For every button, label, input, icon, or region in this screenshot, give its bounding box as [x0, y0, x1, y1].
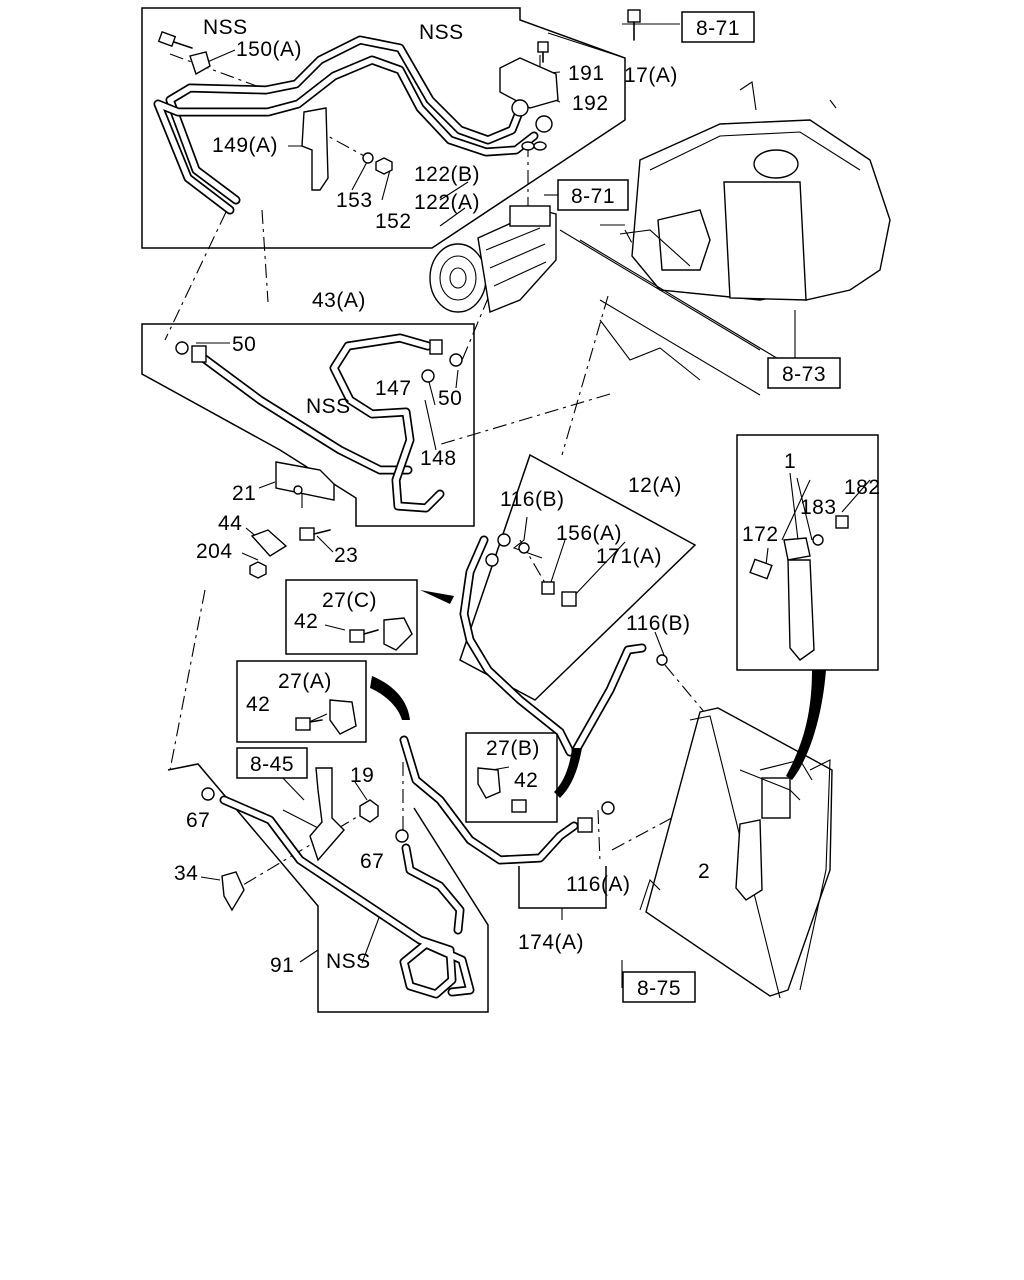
frame-receiver-drier-detail — [736, 434, 879, 671]
frame-17a-hose-group — [141, 7, 626, 249]
label-147: 147 — [375, 377, 412, 400]
label-148: 148 — [420, 447, 457, 470]
label-2: 2 — [698, 860, 710, 883]
label-182: 182 — [844, 476, 881, 499]
ref-box-8-71-mid[interactable] — [557, 179, 629, 211]
compressor — [429, 205, 557, 313]
frame-91-hose-group — [167, 763, 489, 1013]
label-150a: 150(A) — [236, 38, 302, 61]
label-153: 153 — [336, 189, 373, 212]
hvac-unit — [559, 81, 891, 396]
label-17a: 17(A) — [624, 64, 678, 87]
label-44: 44 — [218, 512, 242, 535]
label-23: 23 — [334, 544, 358, 567]
label-183: 183 — [800, 496, 837, 519]
label-122b: 122(B) — [414, 163, 480, 186]
label-204: 204 — [196, 540, 233, 563]
hose-91-branch — [401, 843, 465, 935]
label-192: 192 — [572, 92, 609, 115]
label-1: 1 — [784, 450, 796, 473]
label-191: 191 — [568, 62, 605, 85]
label-19: 19 — [350, 764, 374, 787]
label-42-1: 42 — [294, 610, 318, 633]
hose-43a-discharge — [329, 333, 445, 513]
label-116b-2: 116(B) — [626, 612, 690, 635]
ref-box-8-75[interactable] — [622, 971, 696, 1003]
label-nss-1: NSS — [203, 16, 248, 39]
label-12a: 12(A) — [628, 474, 682, 497]
label-27b: 27(B) — [486, 737, 540, 760]
group-small-parts — [157, 9, 849, 912]
frame-12a-pipe-group — [459, 453, 697, 701]
frame-27b-clip-detail — [465, 732, 558, 823]
label-50a: 50 — [232, 333, 256, 356]
label-42-3: 42 — [514, 769, 538, 792]
label-21: 21 — [232, 482, 256, 505]
label-172: 172 — [742, 523, 779, 546]
label-67a: 67 — [186, 809, 210, 832]
label-152: 152 — [375, 210, 412, 233]
label-156a: 156(A) — [556, 522, 622, 545]
label-42-2: 42 — [246, 693, 270, 716]
group-part-labels: NSS 150(A) NSS 191 192 17(A) 149(A) 153 … — [174, 16, 881, 977]
ref-8-75: 8-75 — [637, 977, 681, 1000]
ref-box-8-71-top[interactable] — [681, 11, 755, 43]
label-122a: 122(A) — [414, 191, 480, 214]
ref-8-73: 8-73 — [782, 363, 826, 386]
ref-box-8-45[interactable] — [236, 747, 308, 779]
label-nss-3: NSS — [306, 395, 351, 418]
ref-8-45: 8-45 — [250, 753, 294, 776]
label-116a: 116(A) — [566, 873, 630, 896]
label-50b: 50 — [438, 387, 462, 410]
group-hoses — [153, 35, 647, 999]
frame-27a-clip-detail — [236, 660, 367, 743]
label-nss-2: NSS — [419, 21, 464, 44]
label-27c: 27(C) — [322, 589, 377, 612]
label-nss-4: NSS — [326, 950, 371, 973]
label-91: 91 — [270, 954, 294, 977]
label-34: 34 — [174, 862, 198, 885]
ref-8-71-top: 8-71 — [696, 17, 740, 40]
label-116b-1: 116(B) — [500, 488, 564, 511]
frame-27c-clip-detail — [285, 579, 418, 655]
ref-8-71-mid: 8-71 — [571, 185, 615, 208]
label-149a: 149(A) — [212, 134, 278, 157]
frame-43a-hose-group — [141, 323, 475, 527]
label-171a: 171(A) — [596, 545, 662, 568]
group-reference-boxes: 8-71 8-71 8-73 8-45 8-75 — [236, 11, 841, 1003]
label-174a: 174(A) — [518, 931, 584, 954]
condenser — [639, 707, 833, 999]
label-27a: 27(A) — [278, 670, 332, 693]
group-frames — [141, 7, 879, 1013]
ref-box-8-73[interactable] — [767, 357, 841, 389]
group-leaders — [164, 23, 871, 988]
label-67b: 67 — [360, 850, 384, 873]
label-43a: 43(A) — [312, 289, 366, 312]
group-curved-pointers — [370, 590, 826, 798]
